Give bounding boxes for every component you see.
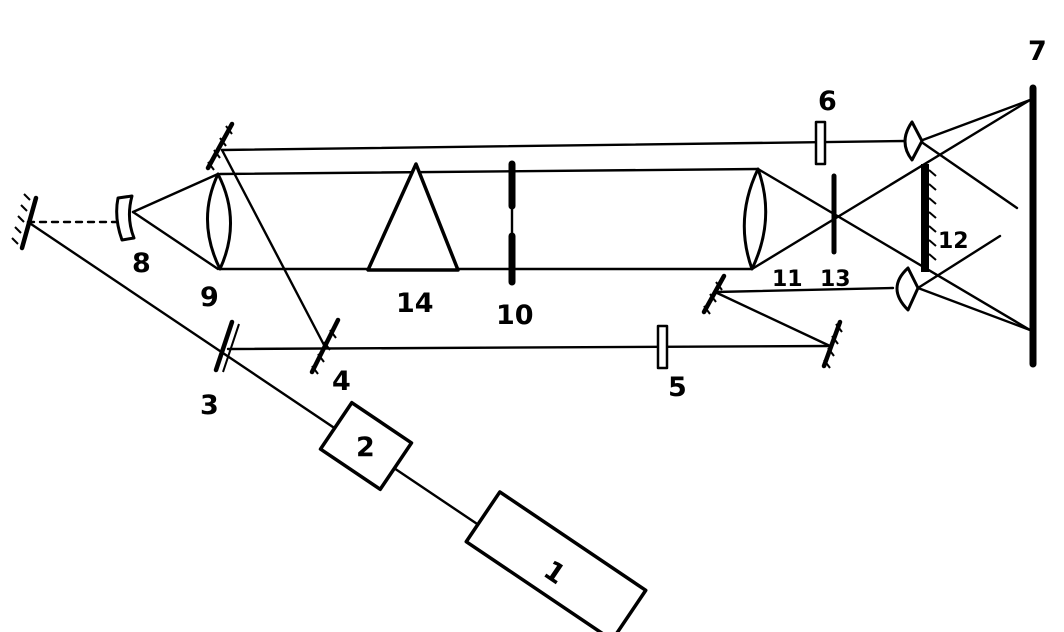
label-10: 10 [496,300,534,331]
lens-11 [742,167,768,271]
label-9: 9 [200,282,219,313]
beam-diagonal-mirror-to-4 [220,148,326,347]
beam-upper-condenser-diverge [918,139,1019,210]
label-2: 2 [356,432,375,463]
beam-small-mirror-to-condenser [713,286,895,294]
label-3: 3 [200,390,219,421]
label-7: 7 [1028,36,1047,67]
laser-1 [464,490,648,632]
mirror-4 [309,317,341,375]
prism-14 [366,162,460,272]
beam-splitter-3 [213,319,240,373]
beam-lower-condenser-diverge [916,234,1002,290]
label-14: 14 [396,288,434,319]
lens-8 [115,194,136,242]
bottom-right-mirror [821,319,843,369]
labels: 1 2 3 4 5 6 7 8 9 10 11 12 13 14 [132,36,1047,591]
upper-condenser [903,120,924,162]
beam-lower-condenser-to-screen-bottom [916,286,1032,332]
beam-lower-reference [226,344,832,351]
plate-5 [656,324,669,370]
label-12: 12 [938,229,969,254]
small-mirror [701,273,727,315]
beam-upper-reference [220,139,908,152]
block-2 [318,400,414,492]
label-13: 13 [820,267,851,292]
label-4: 4 [332,366,351,397]
beam-collimated-top [218,167,760,176]
beam-cross-b [750,98,1032,271]
upper-left-mirror [205,121,235,171]
label-5: 5 [668,372,687,403]
label-11: 11 [772,267,803,292]
beam-upper-condenser-to-screen-top [918,98,1032,143]
lens-9 [206,172,232,271]
beam-cross-a [756,167,1032,332]
beam-paths [26,98,1032,622]
element-12 [921,164,937,272]
plate-6 [814,120,827,166]
beam-cone-bottom [131,210,220,271]
label-6: 6 [818,86,837,117]
left-mirror [11,193,39,251]
beam-bottom-right-to-small-mirror [713,290,832,348]
label-8: 8 [132,248,151,279]
beam-cone-top [131,172,220,214]
lower-condenser [895,266,920,312]
